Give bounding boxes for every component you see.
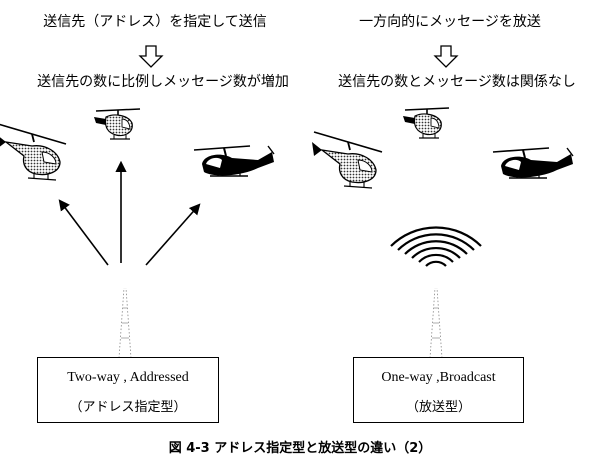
- right-label-box: One-way ,Broadcast （放送型）: [353, 357, 524, 423]
- left-top-text: 送信先（アドレス）を指定して送信: [43, 14, 267, 30]
- antenna-tower-icon: [429, 287, 443, 359]
- helicopter-icon: [0, 123, 67, 181]
- helicopter-icon: [93, 108, 141, 140]
- radio-wave-icon: [390, 226, 482, 267]
- down-arrow-icon: [139, 45, 163, 68]
- left-result-text: 送信先の数に比例しメッセージ数が増加: [37, 74, 289, 90]
- down-arrow-icon: [434, 45, 458, 68]
- antenna-tower-icon: [118, 287, 132, 359]
- right-box-subtitle: （放送型）: [405, 400, 471, 415]
- right-result-text: 送信先の数とメッセージ数は関係なし: [338, 74, 576, 90]
- left-label-box: Two-way , Addressed （アドレス指定型）: [37, 357, 219, 423]
- helicopter-icon: [402, 107, 450, 139]
- helicopter-icon: [193, 145, 275, 177]
- right-box-title: One-way ,Broadcast: [381, 370, 496, 385]
- left-box-title: Two-way , Addressed: [67, 370, 189, 385]
- signal-arrow: [145, 203, 201, 266]
- helicopter-icon: [492, 147, 574, 179]
- left-box-subtitle: （アドレス指定型）: [69, 400, 187, 415]
- helicopter-icon: [311, 131, 383, 189]
- figure-caption: 図 4-3 アドレス指定型と放送型の違い（2）: [168, 441, 432, 456]
- signal-arrow: [58, 199, 109, 266]
- right-top-text: 一方向的にメッセージを放送: [359, 14, 541, 30]
